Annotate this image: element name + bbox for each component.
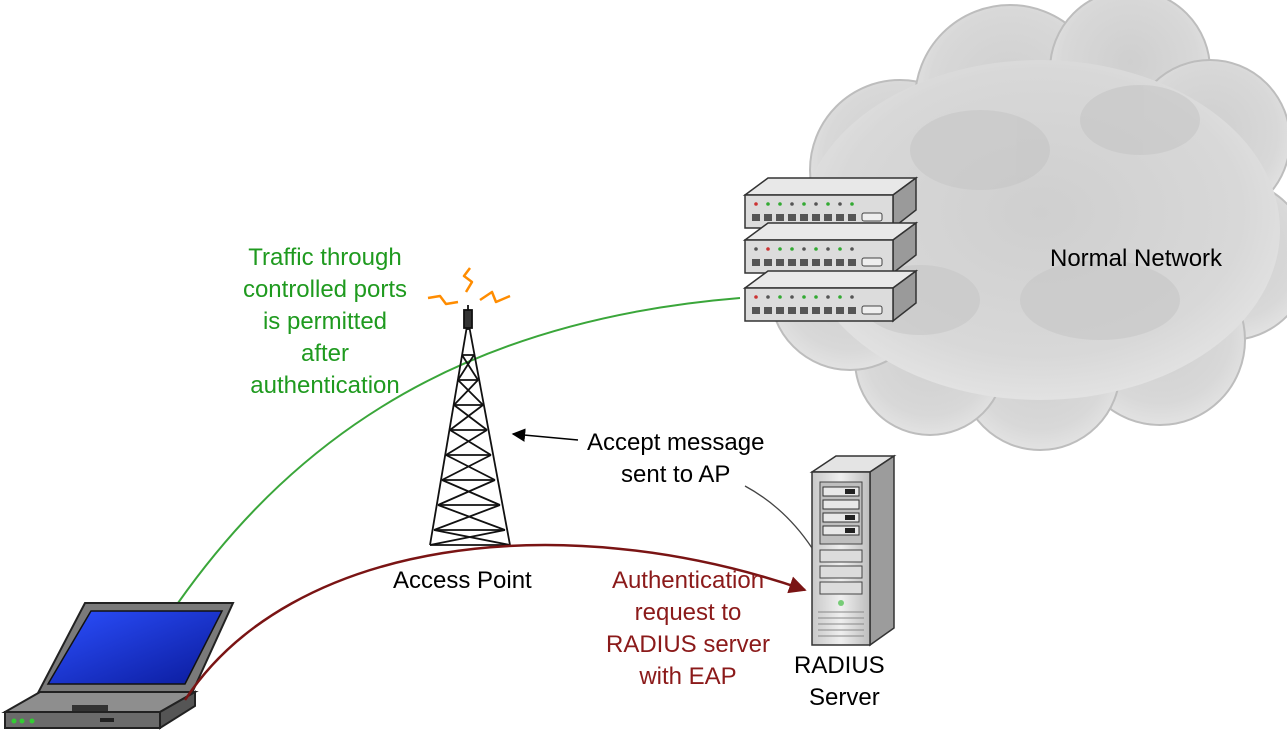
server-icon — [809, 454, 897, 647]
accept-arrow — [511, 428, 579, 442]
auth-path-line — [183, 543, 807, 701]
auth-request-line: RADIUS server — [605, 631, 771, 658]
auth-request-line: with EAP — [639, 663, 737, 690]
accept-message-label: Accept message sent to AP — [587, 427, 764, 491]
accept-leader-line — [744, 485, 813, 549]
radius-server-line: RADIUS — [794, 652, 885, 679]
auth-request-line: request to — [634, 599, 742, 626]
switch-stack-icon — [742, 176, 919, 323]
accept-message-line: sent to AP — [621, 461, 731, 488]
normal-network-label: Normal Network — [1050, 245, 1223, 272]
traffic-line: Traffic through — [248, 244, 402, 271]
laptop-icon — [1, 602, 235, 730]
cloud-icon — [769, 0, 1287, 451]
traffic-line: after — [300, 340, 350, 367]
traffic-path-line — [177, 297, 741, 604]
traffic-line: is permitted — [262, 308, 388, 335]
auth-request-line: Authentication — [611, 567, 765, 594]
auth-request-label: Authentication request to RADIUS server … — [592, 565, 784, 693]
accept-message-line: Accept message — [587, 429, 765, 456]
access-point-label: Access Point — [393, 567, 532, 594]
traffic-label: Traffic through controlled ports is perm… — [230, 242, 420, 402]
radius-server-line: Server — [809, 684, 880, 711]
traffic-line: controlled ports — [242, 276, 408, 303]
radius-server-label: RADIUS Server — [794, 650, 885, 714]
traffic-line: authentication — [250, 372, 400, 399]
tower-icon — [429, 305, 511, 546]
signal-icon — [427, 267, 511, 306]
